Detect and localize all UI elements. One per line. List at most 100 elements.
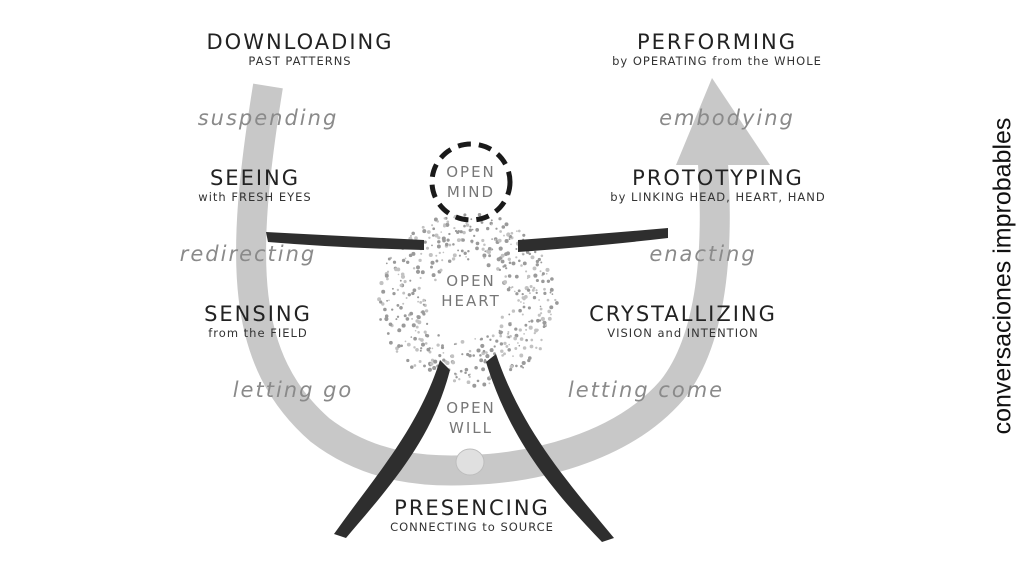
stage-sensing-title: SENSING [204,302,312,326]
heart-cloud-dot [531,288,535,292]
heart-cloud-dot [550,287,553,290]
heart-cloud-dot [397,344,401,348]
heart-cloud-dot [451,257,456,261]
heart-cloud-dot [515,256,518,259]
heart-cloud-dot [458,254,461,257]
side-caption: conversaciones improbables [988,117,1017,435]
heart-cloud-dot [549,305,554,310]
heart-cloud-dot [493,352,496,356]
heart-cloud-dot [425,246,430,250]
heart-cloud-dot [504,238,509,244]
heart-cloud-dot [452,253,457,258]
heart-cloud-dot [535,289,538,292]
heart-cloud-dot [527,306,531,310]
heart-cloud-dot [396,315,400,318]
heart-cloud-dot [555,301,559,305]
heart-cloud-dot [533,273,538,278]
heart-cloud-dot [507,348,511,352]
heart-cloud-dot [411,317,414,320]
heart-cloud-dot [391,287,394,290]
stage-performing-sub: by OPERATING from the WHOLE [612,54,822,68]
heart-cloud-dot [415,269,421,274]
heart-cloud-dot [520,301,522,303]
heart-cloud-dot [437,236,441,240]
heart-cloud-dot [386,299,389,302]
heart-cloud-dot [515,364,518,368]
heart-cloud-dot [421,342,425,347]
transition-enacting: enacting [649,242,757,266]
heart-cloud-dot [551,293,554,295]
heart-cloud-dot [401,258,406,263]
heart-cloud-dot [509,364,514,369]
heart-cloud-dot [381,302,385,306]
heart-cloud-dot [396,303,400,307]
heart-cloud-dot [541,272,545,276]
heart-cloud-dot [515,292,519,296]
heart-cloud-dot [510,243,512,246]
heart-cloud-dot [386,270,390,273]
heart-cloud-dot [405,317,410,321]
heart-cloud-dot [402,302,405,305]
heart-cloud-dot [536,318,540,323]
heart-cloud-dot [530,338,534,342]
heart-cloud-dot [483,243,486,247]
heart-cloud-dot [472,383,477,388]
heart-cloud-dot [507,257,511,261]
heart-cloud-dot [465,222,468,225]
heart-cloud-dot [501,354,504,357]
heart-cloud-dot [430,260,435,265]
heart-cloud-dot [379,318,382,321]
heart-cloud-dot [422,300,424,303]
heart-cloud-dot [434,278,437,282]
heart-cloud-dot [398,328,400,330]
heart-cloud-dot [546,279,551,283]
heart-cloud-dot [465,255,467,258]
heart-cloud-dot [526,277,529,280]
heart-cloud-dot [537,313,541,317]
heart-cloud-dot [480,343,485,348]
heart-cloud-dot [453,226,456,230]
heart-cloud-dot [466,380,471,385]
heart-cloud-dot [409,311,414,316]
heart-cloud-dot [479,338,482,341]
heart-cloud-dot [404,257,407,260]
heart-cloud-dot [474,365,478,370]
heart-cloud-dot [534,328,538,333]
heart-cloud-dot [423,240,427,244]
heart-cloud-dot [444,242,449,247]
heart-cloud-dot [511,261,516,266]
heart-cloud-dot [498,268,502,272]
heart-cloud-dot [391,308,394,311]
heart-cloud-dot [474,338,477,340]
heart-cloud-dot [508,238,511,241]
heart-cloud-dot [442,352,445,354]
heart-cloud-dot [545,267,550,272]
heart-cloud-dot [403,280,407,284]
heart-cloud-dot [482,382,487,387]
heart-cloud-dot [521,360,526,366]
left-arm [266,232,424,250]
heart-cloud-dot [509,368,513,372]
heart-cloud-dot [479,358,484,363]
heart-cloud-dot [535,259,540,264]
heart-cloud-dot [526,274,531,279]
heart-cloud-dot [475,246,479,251]
heart-cloud-dot [432,227,436,231]
heart-cloud-dot [488,254,492,258]
heart-cloud-dot [461,238,465,242]
heart-cloud-dot [533,250,537,254]
heart-cloud-dot [512,355,514,358]
heart-cloud-dot [377,297,382,302]
heart-cloud-dot [417,300,419,303]
heart-cloud-dot [499,334,503,338]
heart-cloud-dot [540,316,545,321]
heart-cloud-dot [413,336,417,341]
heart-cloud-dot [539,307,543,311]
heart-cloud-dot [385,262,388,265]
heart-cloud-dot [529,284,533,289]
heart-cloud-dot [549,291,552,294]
heart-cloud-dot [410,336,413,338]
heart-cloud-dot [469,225,472,228]
heart-cloud-dot [383,307,387,312]
heart-cloud-dot [431,224,434,227]
